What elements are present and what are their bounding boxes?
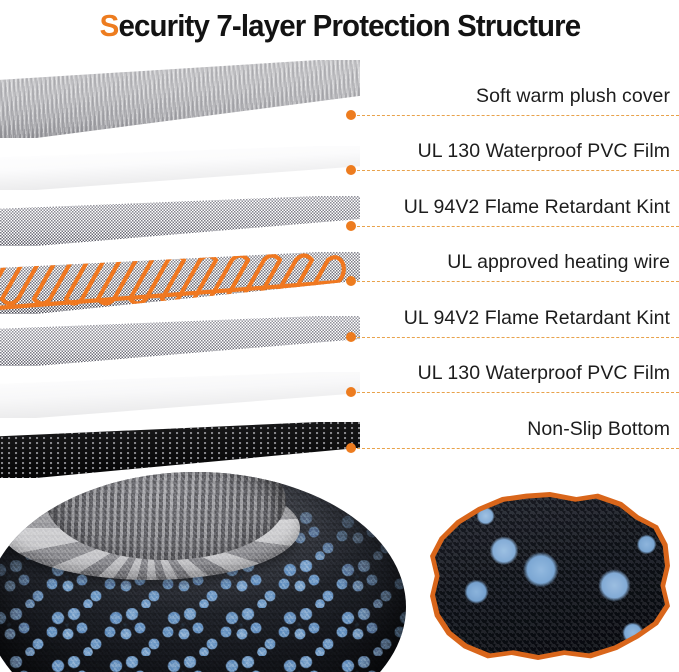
callout-leader-line xyxy=(357,281,679,282)
layer-slab-non-slip-bottom xyxy=(0,422,360,478)
layer-slab-plush-cover xyxy=(0,60,360,138)
callout-label-heating-wire: UL approved heating wire xyxy=(447,251,670,273)
callout-leader-line xyxy=(357,115,679,116)
callout-dot-icon xyxy=(346,387,356,397)
callout-leader-line xyxy=(357,226,679,227)
callout-dot-icon xyxy=(346,110,356,120)
heating-wire-icon xyxy=(0,252,360,314)
bed-inner-basin xyxy=(46,472,286,560)
title-remainder: ecurity 7-layer Protection Structure xyxy=(117,8,581,43)
title-initial-letter: S xyxy=(99,8,119,43)
slab-face-plush xyxy=(0,60,360,138)
fabric-detail-inset xyxy=(430,492,670,660)
layer-slab-heating-wire xyxy=(0,252,360,314)
bed-flower-pattern xyxy=(0,512,406,672)
layer-stack-diagram xyxy=(0,60,360,480)
callout-dot-icon xyxy=(346,276,356,286)
bed-outer-body xyxy=(0,472,406,672)
callout-dot-icon xyxy=(346,165,356,175)
callout-leader-line xyxy=(357,337,679,338)
slab-face-knit-top xyxy=(0,196,360,246)
inset-fabric-closeup xyxy=(435,497,665,655)
callout-label-flame-retardant-knit-top: UL 94V2 Flame Retardant Kint xyxy=(403,196,670,218)
callout-dot-icon xyxy=(346,443,356,453)
callout-label-pvc-film-bottom: UL 130 Waterproof PVC Film xyxy=(417,362,670,384)
layer-slab-flame-retardant-knit-top xyxy=(0,196,360,246)
layer-slab-flame-retardant-knit-bottom xyxy=(0,316,360,366)
callout-leader-line xyxy=(357,170,679,171)
callout-dot-icon xyxy=(346,221,356,231)
page-title: Security 7-layer Protection Structure xyxy=(0,0,679,52)
callout-leader-line xyxy=(357,448,679,449)
callout-dot-icon xyxy=(346,332,356,342)
slab-face-pvc-top xyxy=(0,146,360,190)
callout-label-pvc-film-top: UL 130 Waterproof PVC Film xyxy=(417,140,670,162)
page-title-text: Security 7-layer Protection Structure xyxy=(99,8,580,44)
callout-label-non-slip-bottom: Non-Slip Bottom xyxy=(527,418,670,440)
slab-face-knit-bottom xyxy=(0,316,360,366)
product-photo-pet-bed xyxy=(0,466,406,672)
callout-leader-line xyxy=(357,392,679,393)
slab-face-pvc-bottom xyxy=(0,372,360,418)
layer-slab-pvc-film-top xyxy=(0,146,360,190)
callout-label-flame-retardant-knit-bottom: UL 94V2 Flame Retardant Kint xyxy=(403,307,670,329)
callout-label-plush-cover: Soft warm plush cover xyxy=(476,85,670,107)
bed-plush-rim xyxy=(0,472,300,580)
layer-slab-pvc-film-bottom xyxy=(0,372,360,418)
